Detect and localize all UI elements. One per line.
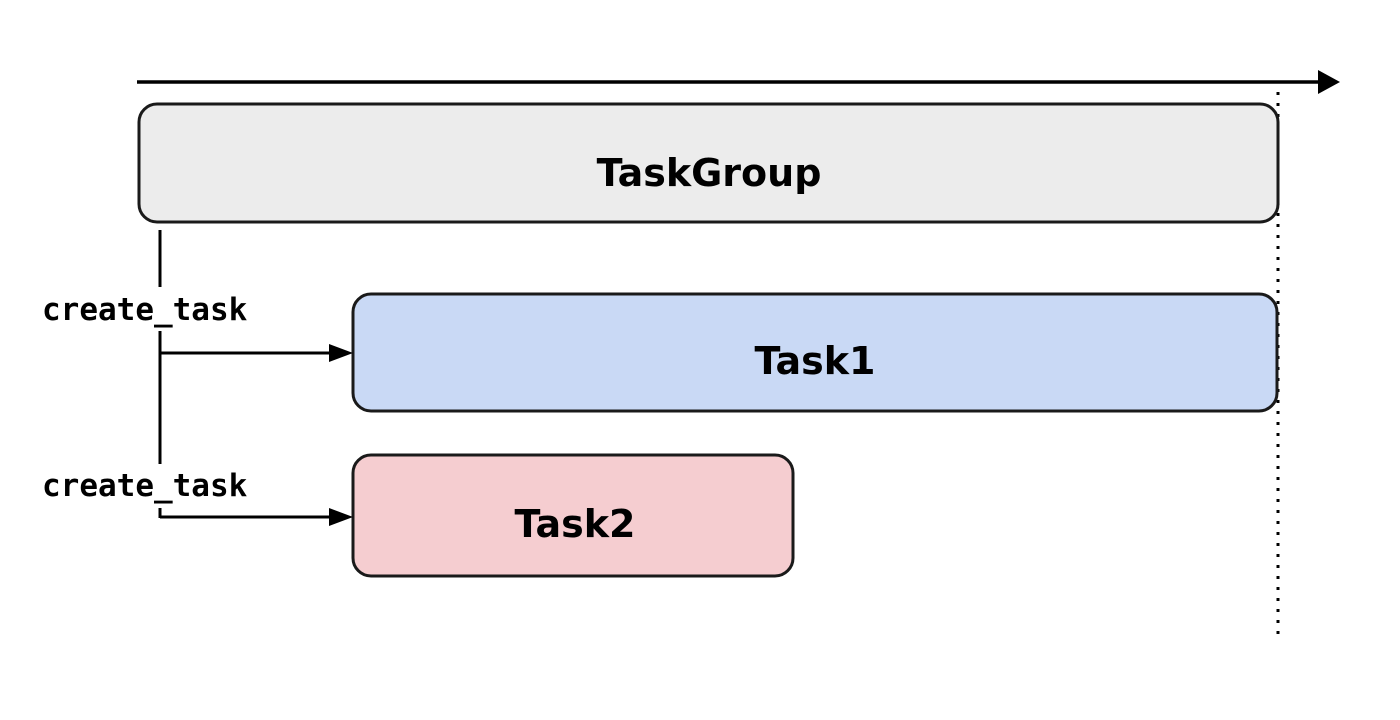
- task2-label: Task2: [515, 502, 636, 546]
- task1-label: Task1: [755, 339, 876, 383]
- node-task1[interactable]: Task1: [351, 292, 1279, 413]
- node-taskgroup[interactable]: TaskGroup: [137, 102, 1280, 224]
- time-axis-arrowhead: [1318, 70, 1340, 94]
- task2-box[interactable]: [351, 453, 795, 578]
- time-axis: [137, 70, 1340, 94]
- message-create-task-2[interactable]: create_task: [42, 468, 353, 526]
- create-task-label-2: create_task: [42, 468, 248, 504]
- create-task-label-1: create_task: [42, 292, 248, 328]
- taskgroup-box[interactable]: [137, 102, 1280, 224]
- node-task2[interactable]: Task2: [351, 453, 795, 578]
- taskgroup-label: TaskGroup: [597, 151, 822, 195]
- message-create-task-1[interactable]: create_task: [42, 292, 353, 362]
- create-task-arrowhead-2: [329, 508, 353, 526]
- create-task-arrowhead-1: [329, 344, 353, 362]
- task1-box[interactable]: [351, 292, 1279, 413]
